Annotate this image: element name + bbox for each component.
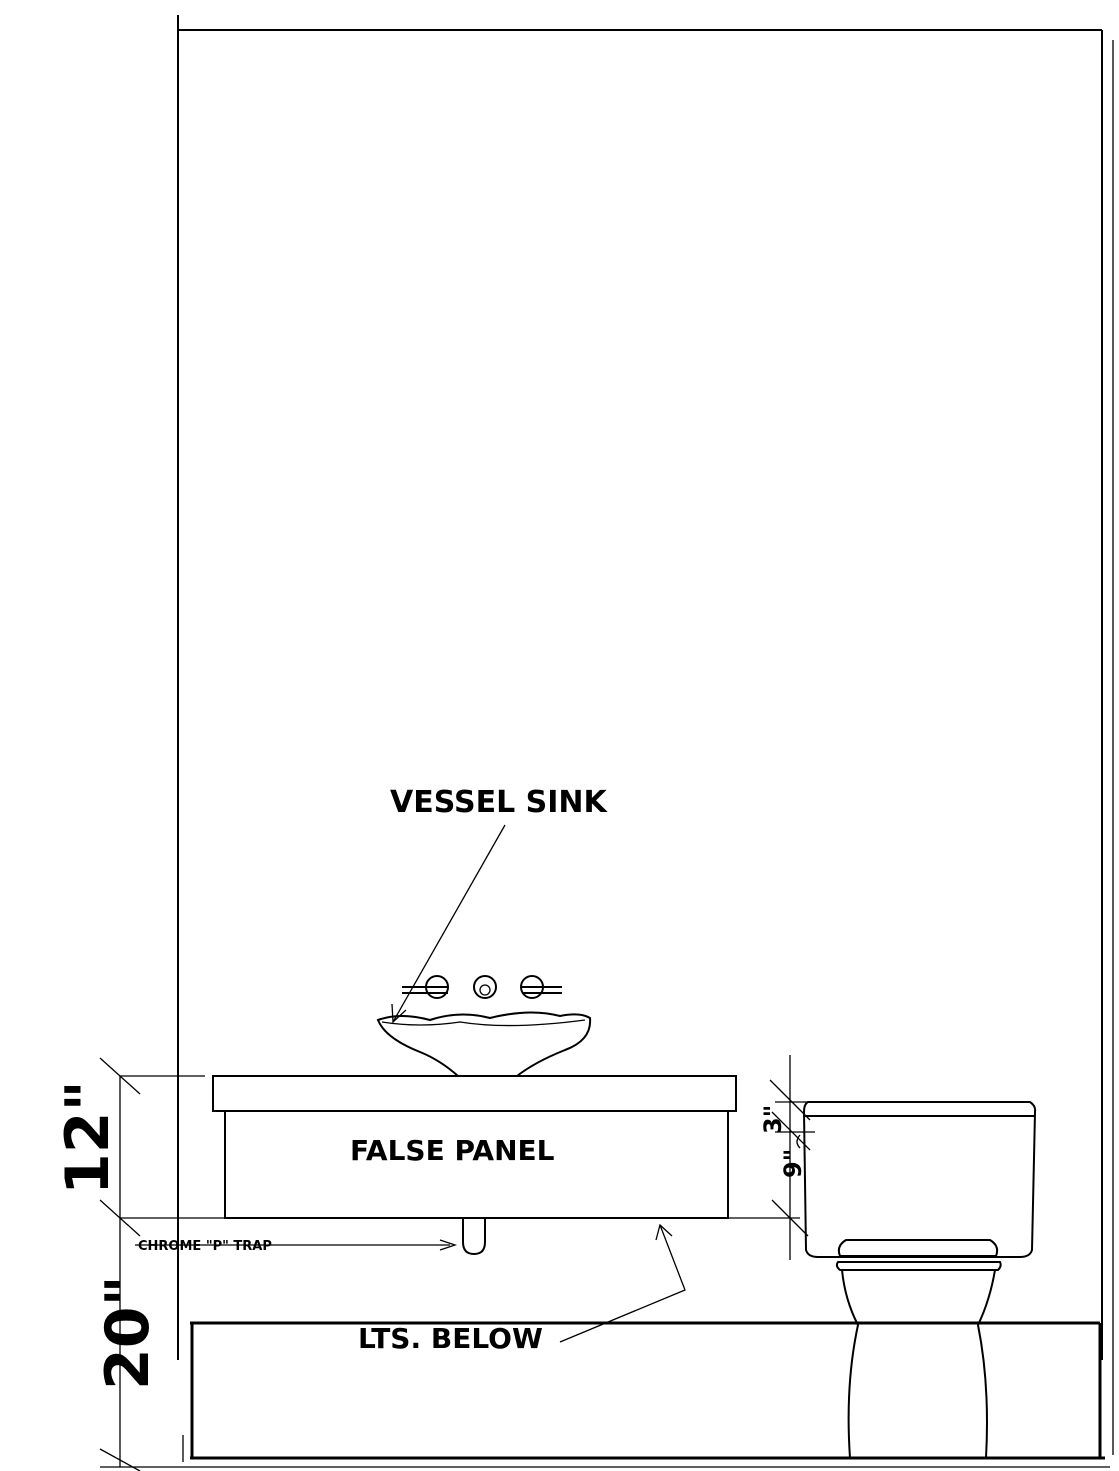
p-trap <box>462 1218 486 1256</box>
lights-below-label: LTS. BELOW <box>358 1322 543 1355</box>
tank-side-dimension: 9" <box>779 1149 807 1178</box>
p-trap-label: CHROME "P" TRAP <box>138 1239 272 1254</box>
tank-top-dimension: 3" <box>759 1105 787 1134</box>
toilet <box>796 1101 1037 1459</box>
leader-lines <box>391 824 686 1343</box>
floor-platform <box>100 1321 1110 1468</box>
faucet-set <box>402 975 562 999</box>
dimension-lines-left <box>99 1057 458 1471</box>
cabinet-height-dimension: 12" <box>53 1080 123 1195</box>
room-outline <box>177 15 1114 1455</box>
dimension-lines-toilet <box>728 1055 815 1260</box>
sink-rim-inner <box>381 1019 586 1027</box>
vessel-sink-label: VESSEL SINK <box>390 785 609 820</box>
false-panel-label: FALSE PANEL <box>350 1134 555 1167</box>
vanity-countertop <box>212 1075 737 1112</box>
vessel-sink <box>376 1011 592 1077</box>
false-panel <box>224 1110 729 1219</box>
cabinet-clearance-dimension: 20" <box>93 1275 163 1390</box>
